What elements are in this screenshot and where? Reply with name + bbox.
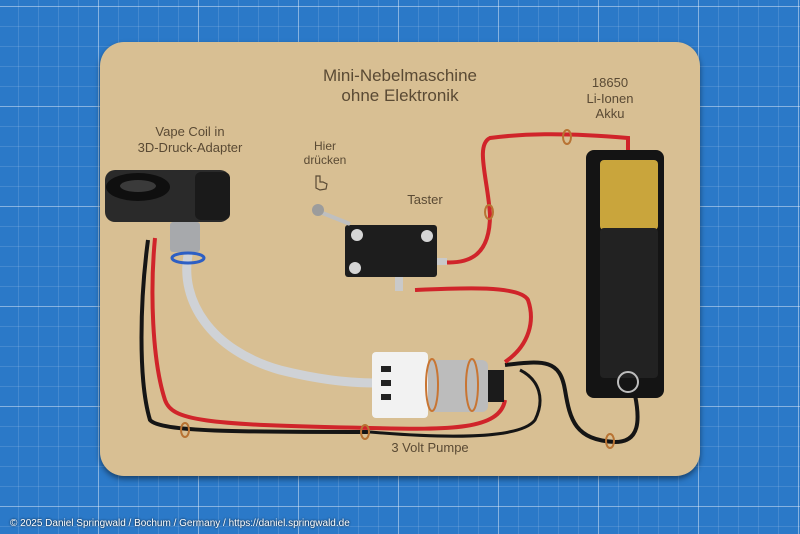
pointing-hand-icon (315, 175, 328, 191)
micro-switch (312, 204, 447, 291)
wire-ties (180, 129, 615, 449)
red-wire-coil (150, 237, 507, 431)
silicone-tube (182, 250, 380, 388)
battery-holder (586, 150, 664, 398)
pump-label: 3 Volt Pumpe (391, 440, 469, 455)
red-wire-switch-pump (414, 286, 533, 364)
black-wire-return (369, 368, 542, 438)
vape-coil (105, 170, 230, 265)
coil-label: Vape Coil in 3D-Druck-Adapter (137, 124, 243, 155)
press-label: Hier drücken (303, 139, 347, 168)
switch-label: Taster (407, 192, 443, 207)
page-title: Mini-Nebelmaschine ohne Elektronik (322, 66, 477, 106)
black-wire-pump-battery (504, 360, 640, 445)
battery-label: 18650 Li-Ionen Akku (586, 75, 634, 122)
pump (372, 352, 504, 418)
black-wire-coil (139, 239, 371, 434)
copyright-notice: © 2025 Daniel Springwald / Bochum / Germ… (10, 518, 350, 529)
